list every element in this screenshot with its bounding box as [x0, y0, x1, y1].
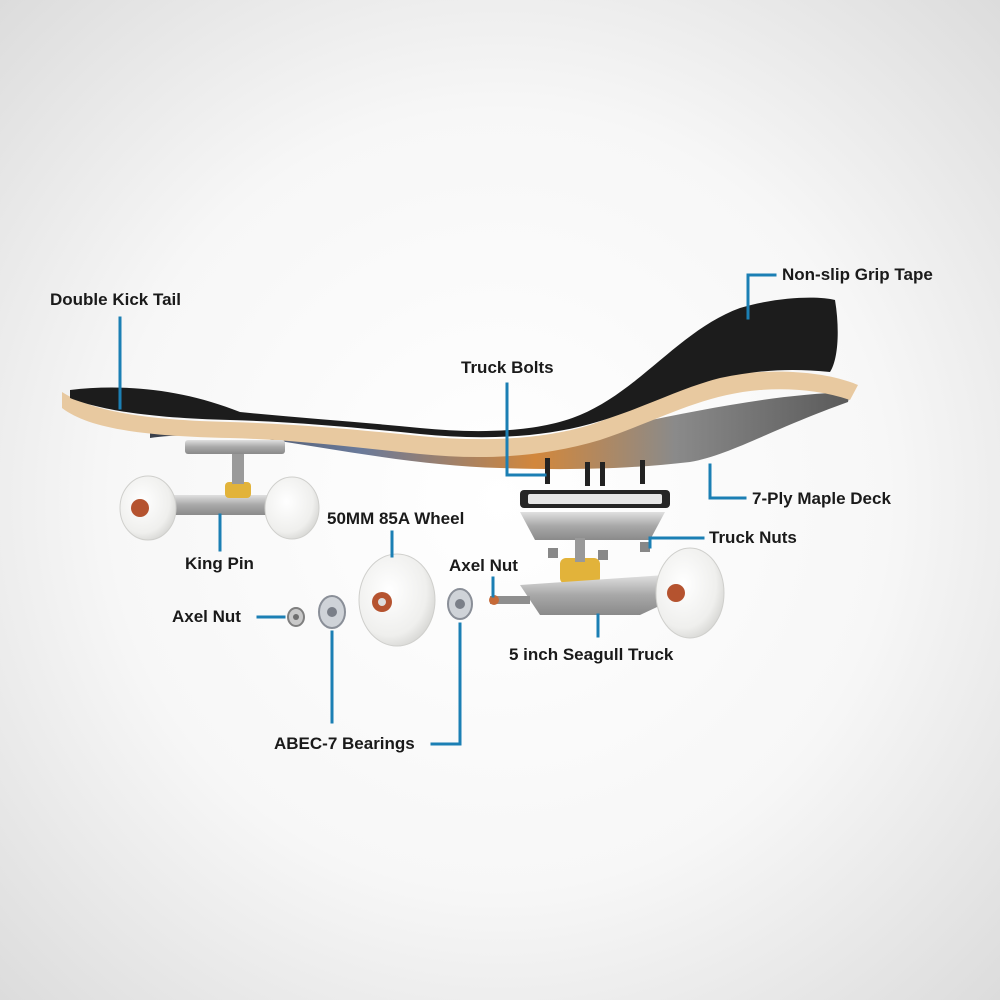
label-king-pin: King Pin — [185, 554, 254, 573]
deck-graphic — [150, 392, 850, 470]
truck-nut-1 — [598, 550, 608, 560]
leader-truck-bolts — [505, 382, 547, 477]
truck-bolt-3 — [600, 462, 605, 486]
leader-bearings-right — [430, 622, 462, 746]
right-baseplate — [520, 512, 665, 540]
leader-lines — [118, 273, 777, 746]
left-baseplate — [185, 440, 285, 454]
label-maple-deck: 7-Ply Maple Deck — [752, 489, 891, 508]
label-non-slip-grip-tape: Non-slip Grip Tape — [782, 265, 933, 284]
label-seagull-truck: 5 inch Seagull Truck — [509, 645, 674, 664]
left-kingpin-post — [232, 454, 244, 484]
left-bushing — [225, 482, 251, 498]
exploded-wheel — [358, 553, 436, 647]
right-axle — [490, 596, 530, 604]
leader-truck-nuts — [648, 536, 705, 549]
label-double-kick-tail: Double Kick Tail — [50, 290, 181, 309]
truck-nut-3 — [548, 548, 558, 558]
label-truck-nuts: Truck Nuts — [709, 528, 797, 547]
right-wheel — [655, 547, 725, 639]
label-axel-nut-left: Axel Nut — [172, 607, 241, 626]
leader-grip-tape — [746, 273, 777, 320]
exploded-wheel-parts — [287, 553, 473, 647]
label-axel-nut-right: Axel Nut — [449, 556, 518, 575]
left-wheel-back-core — [131, 499, 149, 517]
maple-edge — [62, 371, 858, 458]
right-truck-exploded — [489, 458, 725, 639]
deck — [62, 297, 858, 470]
left-truck — [119, 440, 320, 541]
label-bearings: ABEC-7 Bearings — [274, 734, 415, 753]
truck-nut-2 — [640, 542, 650, 552]
label-truck-bolts: Truck Bolts — [461, 358, 554, 377]
truck-bolt-1 — [545, 458, 550, 484]
truck-bolt-4 — [640, 460, 645, 484]
label-wheel: 50MM 85A Wheel — [327, 509, 465, 528]
right-hanger — [520, 575, 672, 615]
left-wheel-front — [264, 476, 320, 540]
leader-maple-deck — [708, 463, 747, 500]
truck-bolt-2 — [585, 462, 590, 486]
right-bushing — [560, 558, 600, 584]
grip-tape — [70, 297, 838, 438]
